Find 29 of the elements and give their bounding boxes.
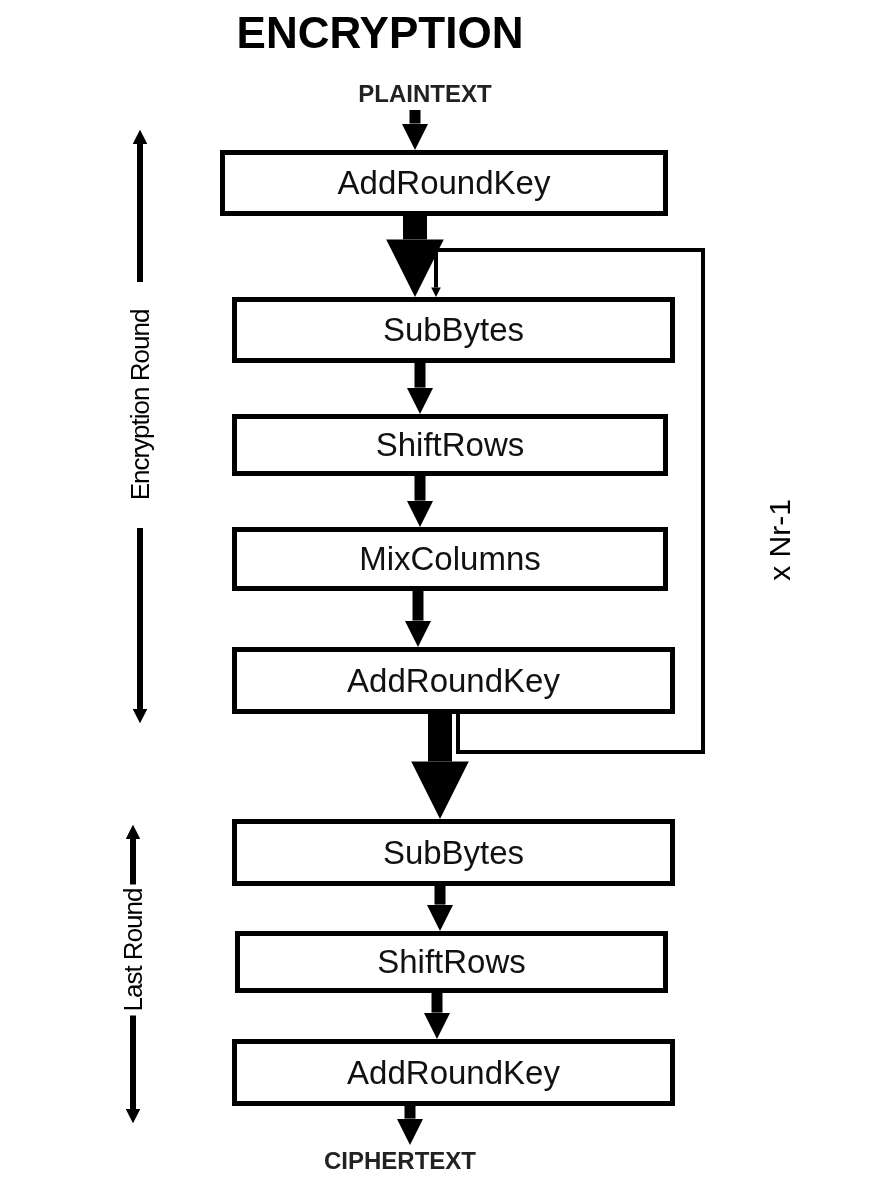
process-box [220,150,668,216]
process-box [232,297,675,363]
arrow [396,1106,424,1145]
process-box [232,414,668,476]
arrow [401,110,429,150]
arrow [406,476,434,527]
step-name: ShiftRows [377,943,526,981]
step-name: SubBytes [382,311,525,349]
process-box [235,931,668,993]
arrow [411,714,469,819]
diagram-title: ENCRYPTION [235,8,525,58]
process-box [232,1039,675,1106]
step-name: AddRoundKey [347,661,560,700]
step-name: MixColumns [359,540,541,578]
process-box [232,647,675,714]
arrow [426,886,454,931]
text-label: CIPHERTEXT [324,1147,476,1175]
step-name: AddRoundKey [337,164,551,202]
step-name: AddRoundKey [347,1053,560,1092]
text-label: PLAINTEXT [358,80,492,108]
step-name: ShiftRows [375,426,525,464]
step-name: SubBytes [382,833,525,872]
process-box [232,819,675,886]
arrow [404,591,432,647]
arrow [386,216,444,297]
process-box [232,527,668,591]
arrow [406,363,434,414]
loop-arrow [431,248,705,754]
arrow [423,993,451,1039]
